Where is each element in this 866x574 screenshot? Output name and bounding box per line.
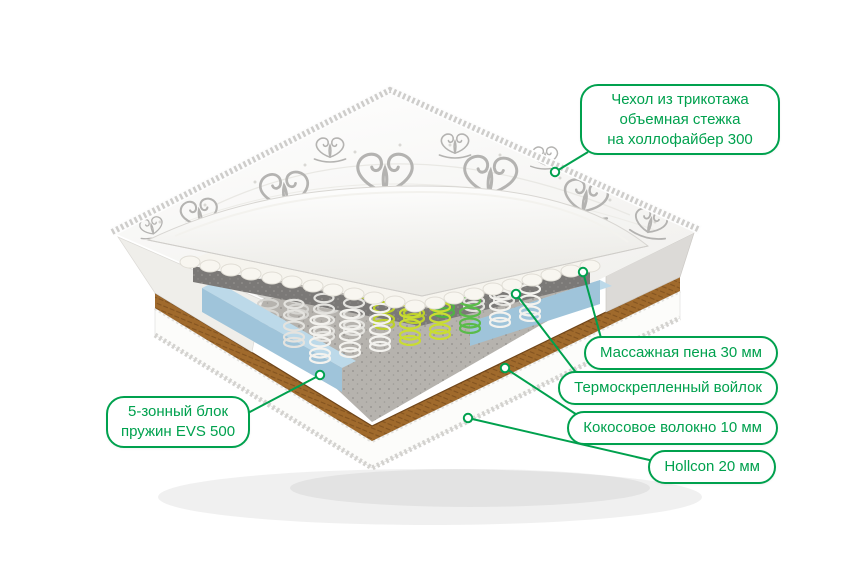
leader-dot-coconut — [499, 362, 511, 374]
leader-dot-hollcon — [462, 412, 474, 424]
callout-coconut: Кокосовое волокно 10 мм — [567, 411, 778, 445]
leader-line-hollcon — [467, 417, 659, 463]
callout-cover-line1: Чехол из трикотажа — [611, 91, 749, 108]
callout-springs-line1: 5-зонный блок — [128, 403, 229, 420]
callout-felt: Термоскрепленный войлок — [558, 371, 778, 405]
callout-springs-line2: пружин EVS 500 — [121, 422, 236, 440]
callout-leaders — [245, 151, 659, 463]
ground-shadow — [158, 469, 702, 525]
cover-quilt-dots — [158, 143, 657, 224]
callout-massage-foam: Массажная пена 30 мм — [583, 336, 778, 370]
callout-cover-line3: на холлофайбер 300 — [607, 130, 753, 148]
callout-springs: 5-зонный блок пружин EVS 500 — [106, 396, 251, 448]
callout-cover-line2: объемная стежка — [619, 110, 741, 128]
peeled-flap — [146, 185, 650, 297]
leader-dot-massage-foam — [577, 266, 589, 278]
callout-hollcon: Hollcon 20 мм — [648, 450, 776, 484]
leader-dot-felt — [510, 288, 522, 300]
leader-line-felt — [515, 293, 585, 384]
leader-line-cover — [554, 151, 589, 173]
spring-block — [193, 236, 612, 392]
leader-dot-cover — [549, 166, 561, 178]
leader-line-springs — [245, 374, 321, 415]
leader-dot-springs — [314, 369, 326, 381]
callout-cover: Чехол из трикотажа объемная стежка на хо… — [580, 84, 780, 156]
